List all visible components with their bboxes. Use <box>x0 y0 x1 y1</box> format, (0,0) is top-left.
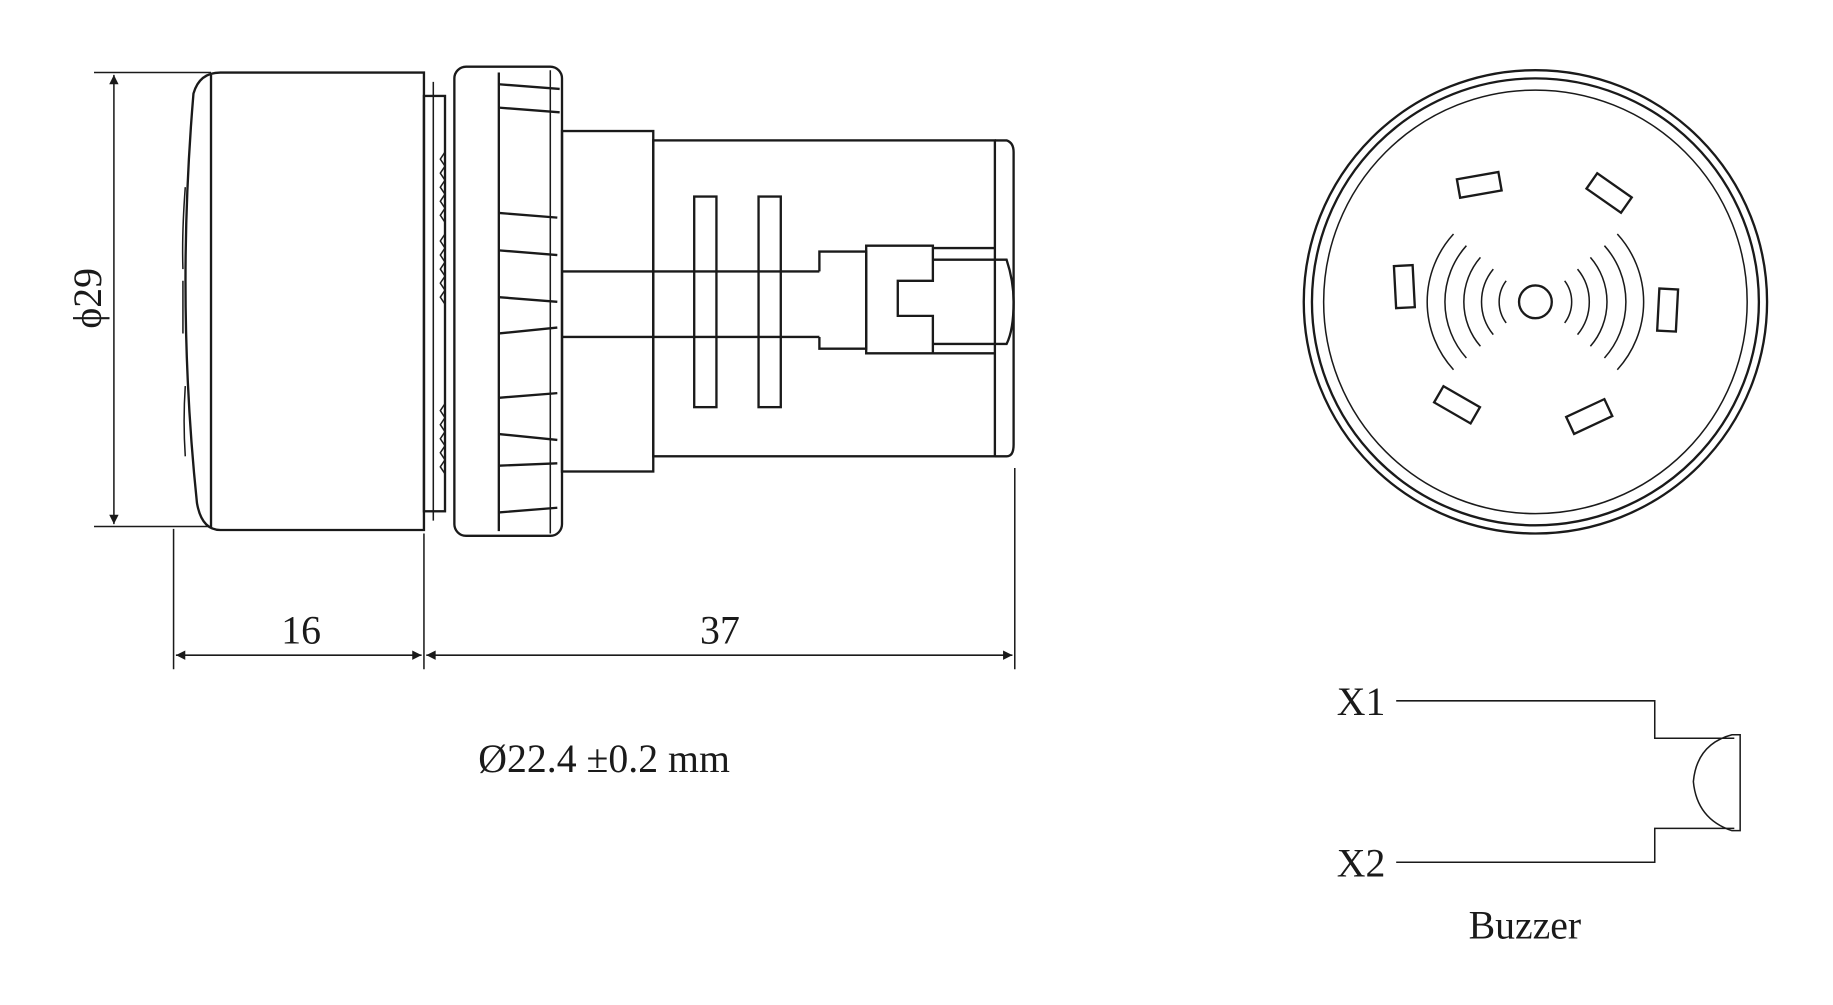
terminal-x1-label: X1 <box>1337 680 1386 724</box>
wiring-schematic: X1 X2 Buzzer <box>1337 680 1741 947</box>
length-body-label: 37 <box>700 608 740 652</box>
terminal-x2-label: X2 <box>1337 841 1386 885</box>
length-front-label: 16 <box>281 608 321 652</box>
side-view <box>181 65 1015 538</box>
dimension-lines: ϕ29 16 37 Ø22.4 ±0.2 mm <box>66 71 1016 781</box>
buzzer-caption: Buzzer <box>1469 903 1582 947</box>
front-view <box>1302 69 1769 535</box>
mounting-hole-label: Ø22.4 ±0.2 mm <box>478 737 730 781</box>
nut-teeth <box>498 83 560 514</box>
diameter-label: ϕ29 <box>66 268 110 329</box>
sound-wave-icon <box>1426 233 1645 371</box>
sound-slots <box>1392 170 1680 436</box>
